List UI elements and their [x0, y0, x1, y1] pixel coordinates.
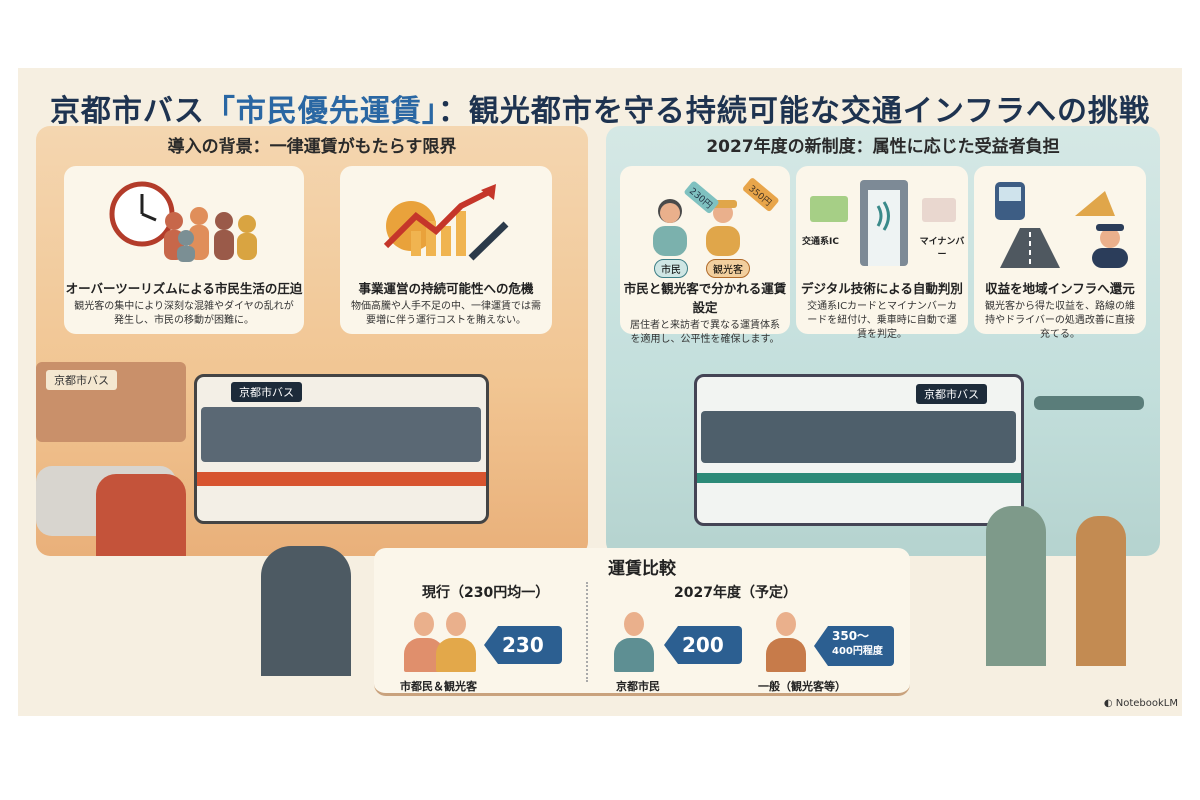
current-caption: 市都民＆観光客 — [400, 680, 477, 693]
card-title: 事業運営の持続可能性への危機 — [358, 281, 534, 296]
bus-stop-shelter — [1034, 396, 1144, 410]
card-fare-setting: 230円 350円 市民 観光客 市民と観光客で分かれる運賃設定 居住者と来訪者… — [620, 166, 790, 345]
tourist-avatar — [436, 612, 476, 672]
ic-card-label: 交通系IC — [802, 237, 839, 247]
background-heading: 導入の背景：一律運賃がもたらす限界 — [167, 137, 457, 157]
shop-sign: 京都市バス — [46, 370, 117, 390]
title-highlight: 「市民優先運賃」 — [204, 94, 438, 129]
card-body: 物価高騰や人手不足の中、一律運賃では需要増に伴う運行コストを賄えない。 — [351, 301, 541, 326]
title-suffix: ：観光都市を守る持続可能な交通インフラへの挑戦 — [437, 94, 1151, 129]
resident-price-tag: 200円 — [664, 626, 742, 664]
new-system-heading: 2027年度の新制度：属性に応じた受益者負担 — [706, 137, 1060, 157]
watermark-text: NotebookLM — [1115, 698, 1178, 709]
divider — [586, 582, 588, 682]
general-price-line1: 350〜 — [832, 629, 870, 643]
card-body: 交通系ICカードとマイナンバーカードを紐付け、乗車時に自動で運賃を判定。 — [807, 301, 957, 340]
general-caption: 一般（観光客等） — [758, 680, 846, 693]
card-body: 居住者と来訪者で異なる運賃体系を適用し、公平性を確保します。 — [630, 320, 780, 345]
general-price-line2: 400円程度 — [832, 646, 883, 657]
clock-crowd-icon — [109, 181, 257, 262]
page-title: 京都市バス「市民優先運賃」：観光都市を守る持続可能な交通インフラへの挑戦 — [0, 86, 1200, 130]
tourist-illustration — [96, 474, 186, 556]
distressed-resident-illustration — [261, 546, 351, 676]
card-title: 収益を地域インフラへ還元 — [985, 281, 1135, 296]
mynumber-card-label: マイナンバー — [919, 237, 965, 260]
future-fare-label: 2027年度（予定） — [674, 585, 797, 601]
tourist-label: 観光客 — [706, 259, 750, 278]
background-panel: 導入の背景：一律運賃がもたらす限界 オーバーツーリズムによる市民生活の圧迫 観光… — [36, 126, 588, 676]
card-title: デジタル技術による自動判別 — [801, 281, 963, 296]
resident-caption: 京都市民 — [616, 680, 660, 693]
card-title: オーバーツーリズムによる市民生活の圧迫 — [65, 281, 303, 296]
traveler-with-backpack-illustration — [1076, 516, 1126, 666]
fare-comparison-box: 運賃比較 現行（230円均一） 2027年度（予定） 230円 市都民＆観光客 … — [374, 548, 910, 696]
card-body: 観光客の集中により深刻な混雑やダイヤの乱れが発生し、市民の移動が困難に。 — [74, 301, 294, 326]
notebooklm-watermark: ◐ NotebookLM — [1103, 698, 1178, 709]
new-system-panel: 2027年度の新制度：属性に応じた受益者負担 230円 350円 市民 観光客 … — [606, 126, 1160, 666]
kyoto-resident-avatar — [614, 612, 654, 672]
price-tag-people-icon: 230円 350円 — [653, 178, 779, 256]
title-prefix: 京都市バス — [49, 94, 205, 129]
card-overtourism: オーバーツーリズムによる市民生活の圧迫 観光客の集中により深刻な混雑やダイヤの乱… — [64, 166, 304, 334]
comparison-heading: 運賃比較 — [608, 559, 676, 579]
card-business-crisis: 事業運営の持続可能性への危機 物価高騰や人手不足の中、一律運賃では需要増に伴う運… — [340, 166, 552, 334]
general-price-tag: 350〜 400円程度 — [814, 626, 894, 666]
bus-destination-sign: 京都市バス — [916, 384, 987, 404]
card-revenue-return: 収益を地域インフラへ還元 観光客から得た収益を、路線の維持やドライバーの処遇改善… — [974, 166, 1146, 340]
card-digital-detection: 交通系IC マイナンバー デジタル技術による自動判別 交通系ICカードとマイナン… — [796, 166, 968, 340]
rising-cost-chart-icon — [383, 184, 509, 261]
nfc-gate-icon — [810, 180, 956, 266]
card-body: 観光客から得た収益を、路線の維持やドライバーの処遇改善に直接充てる。 — [985, 301, 1135, 340]
traveler-illustration — [986, 506, 1046, 666]
current-price-tag: 230円 — [484, 626, 562, 664]
card-title: 市民と観光客で分かれる運賃設定 — [623, 281, 787, 315]
general-visitor-avatar — [766, 612, 806, 672]
current-fare-label: 現行（230円均一） — [422, 585, 550, 601]
resident-label: 市民 — [654, 259, 688, 278]
bus-destination-sign: 京都市バス — [231, 382, 302, 402]
bus-road-driver-icon — [995, 182, 1128, 268]
